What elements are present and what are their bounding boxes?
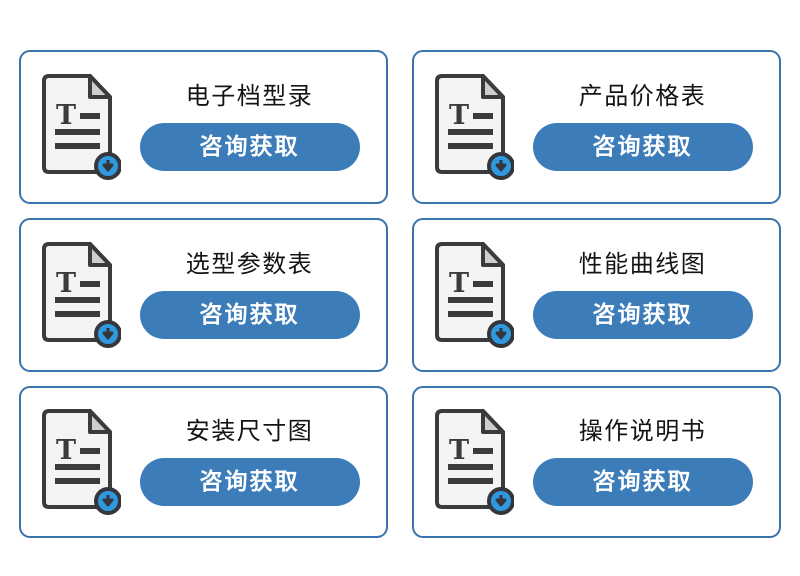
card-body: 选型参数表 咨询获取: [121, 250, 372, 339]
card-title: 安装尺寸图: [185, 417, 314, 446]
document-card[interactable]: T 安装尺寸图 咨询获取: [19, 386, 388, 538]
svg-text:T: T: [56, 100, 76, 131]
consult-acquire-button[interactable]: 咨询获取: [532, 290, 753, 339]
document-card[interactable]: T 产品价格表 咨询获取: [412, 50, 781, 204]
card-body: 性能曲线图 咨询获取: [514, 250, 765, 339]
card-title: 电子档型录: [185, 82, 314, 111]
document-with-download-badge-icon: T: [430, 407, 514, 517]
card-body: 产品价格表 咨询获取: [514, 82, 765, 171]
document-with-download-badge-icon: T: [430, 240, 514, 350]
svg-text:T: T: [56, 268, 76, 299]
card-title: 选型参数表: [185, 250, 314, 279]
document-card[interactable]: T 性能曲线图 咨询获取: [412, 218, 781, 372]
document-with-download-badge-icon: T: [37, 240, 121, 350]
document-with-download-badge-icon: T: [37, 72, 121, 182]
svg-text:T: T: [449, 435, 469, 466]
document-with-download-badge-icon: T: [430, 72, 514, 182]
card-body: 安装尺寸图 咨询获取: [121, 417, 372, 506]
document-with-download-badge-icon: T: [37, 407, 121, 517]
card-title: 产品价格表: [578, 82, 707, 111]
document-card[interactable]: T 电子档型录 咨询获取: [19, 50, 388, 204]
card-title: 操作说明书: [578, 417, 707, 446]
consult-acquire-button[interactable]: 咨询获取: [139, 457, 360, 506]
consult-acquire-button[interactable]: 咨询获取: [139, 290, 360, 339]
consult-acquire-button[interactable]: 咨询获取: [532, 122, 753, 171]
svg-text:T: T: [449, 268, 469, 299]
svg-text:T: T: [449, 100, 469, 131]
card-body: 操作说明书 咨询获取: [514, 417, 765, 506]
card-title: 性能曲线图: [578, 250, 707, 279]
consult-acquire-button[interactable]: 咨询获取: [532, 457, 753, 506]
document-card[interactable]: T 选型参数表 咨询获取: [19, 218, 388, 372]
consult-acquire-button[interactable]: 咨询获取: [139, 122, 360, 171]
card-body: 电子档型录 咨询获取: [121, 82, 372, 171]
document-card[interactable]: T 操作说明书 咨询获取: [412, 386, 781, 538]
svg-text:T: T: [56, 435, 76, 466]
